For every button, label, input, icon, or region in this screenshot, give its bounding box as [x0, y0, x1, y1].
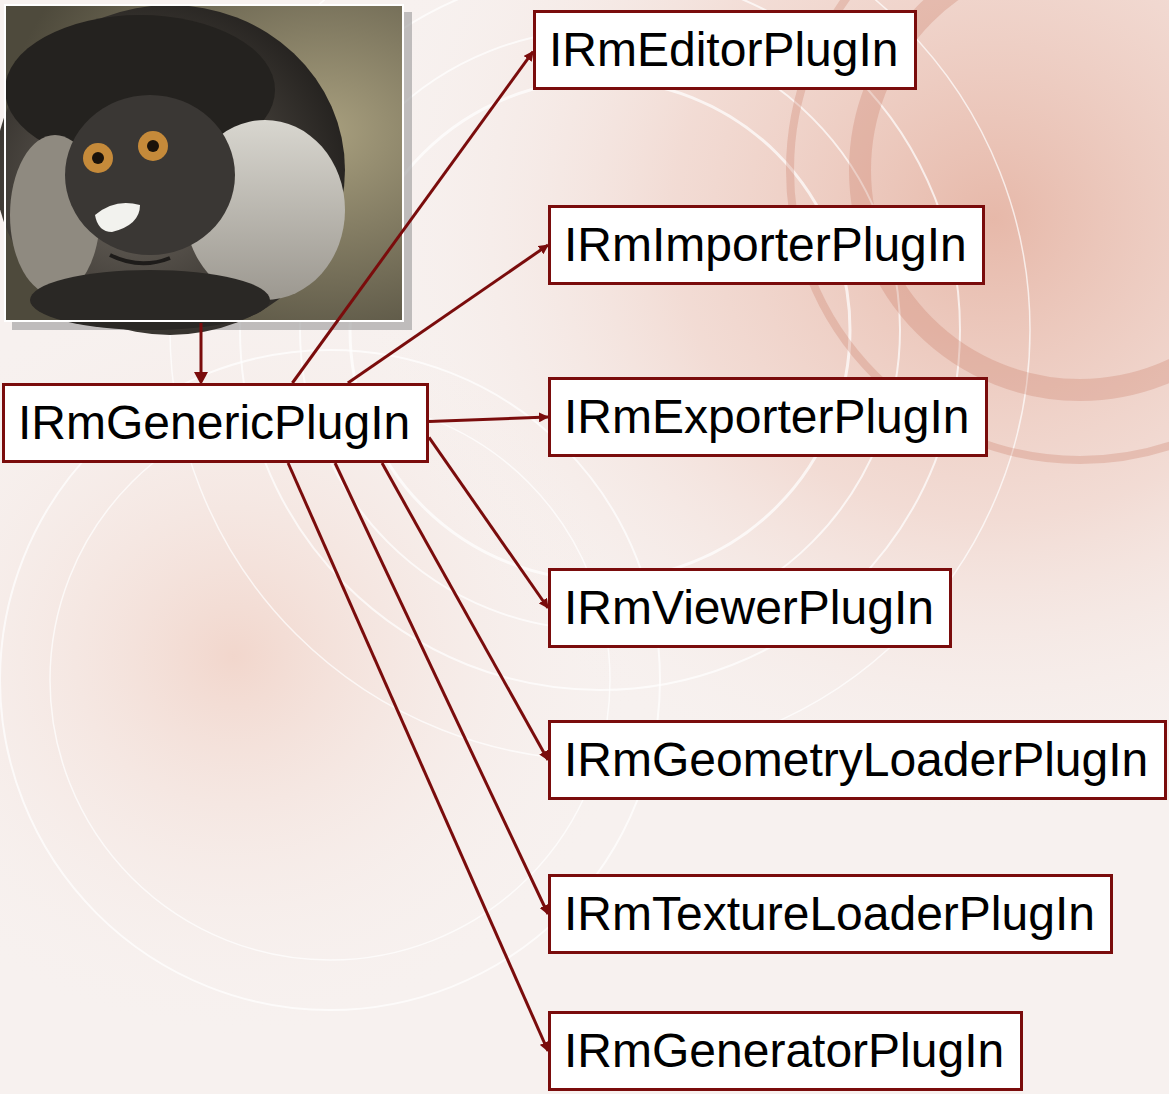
inheritance-arrow [288, 463, 548, 1051]
plugin-box: IRmEditorPlugIn [533, 10, 917, 90]
inheritance-arrow [429, 417, 548, 421]
node-label: IRmTextureLoaderPlugIn [564, 886, 1097, 942]
node-label: IRmViewerPlugIn [564, 580, 936, 636]
plugin-box: IRmTextureLoaderPlugIn [548, 874, 1113, 954]
inheritance-arrow [335, 463, 548, 914]
plugin-box: IRmGeometryLoaderPlugIn [548, 720, 1167, 800]
generic-plugin-box: IRmGenericPlugIn [2, 383, 429, 463]
plugin-box: IRmImporterPlugIn [548, 205, 985, 285]
inheritance-arrow [429, 437, 548, 608]
plugin-box: IRmViewerPlugIn [548, 568, 952, 648]
node-label: IRmGenericPlugIn [18, 395, 413, 451]
inheritance-arrow [292, 52, 533, 383]
node-label: IRmExporterPlugIn [564, 389, 972, 445]
node-label: IRmEditorPlugIn [549, 22, 901, 78]
node-label: IRmGeneratorPlugIn [564, 1023, 1007, 1079]
node-label: IRmGeometryLoaderPlugIn [564, 732, 1151, 788]
plugin-box: IRmGeneratorPlugIn [548, 1011, 1023, 1091]
node-label: IRmImporterPlugIn [564, 217, 969, 273]
inheritance-arrow [382, 463, 548, 760]
plugin-box: IRmExporterPlugIn [548, 377, 988, 457]
inheritance-arrow [348, 245, 548, 383]
